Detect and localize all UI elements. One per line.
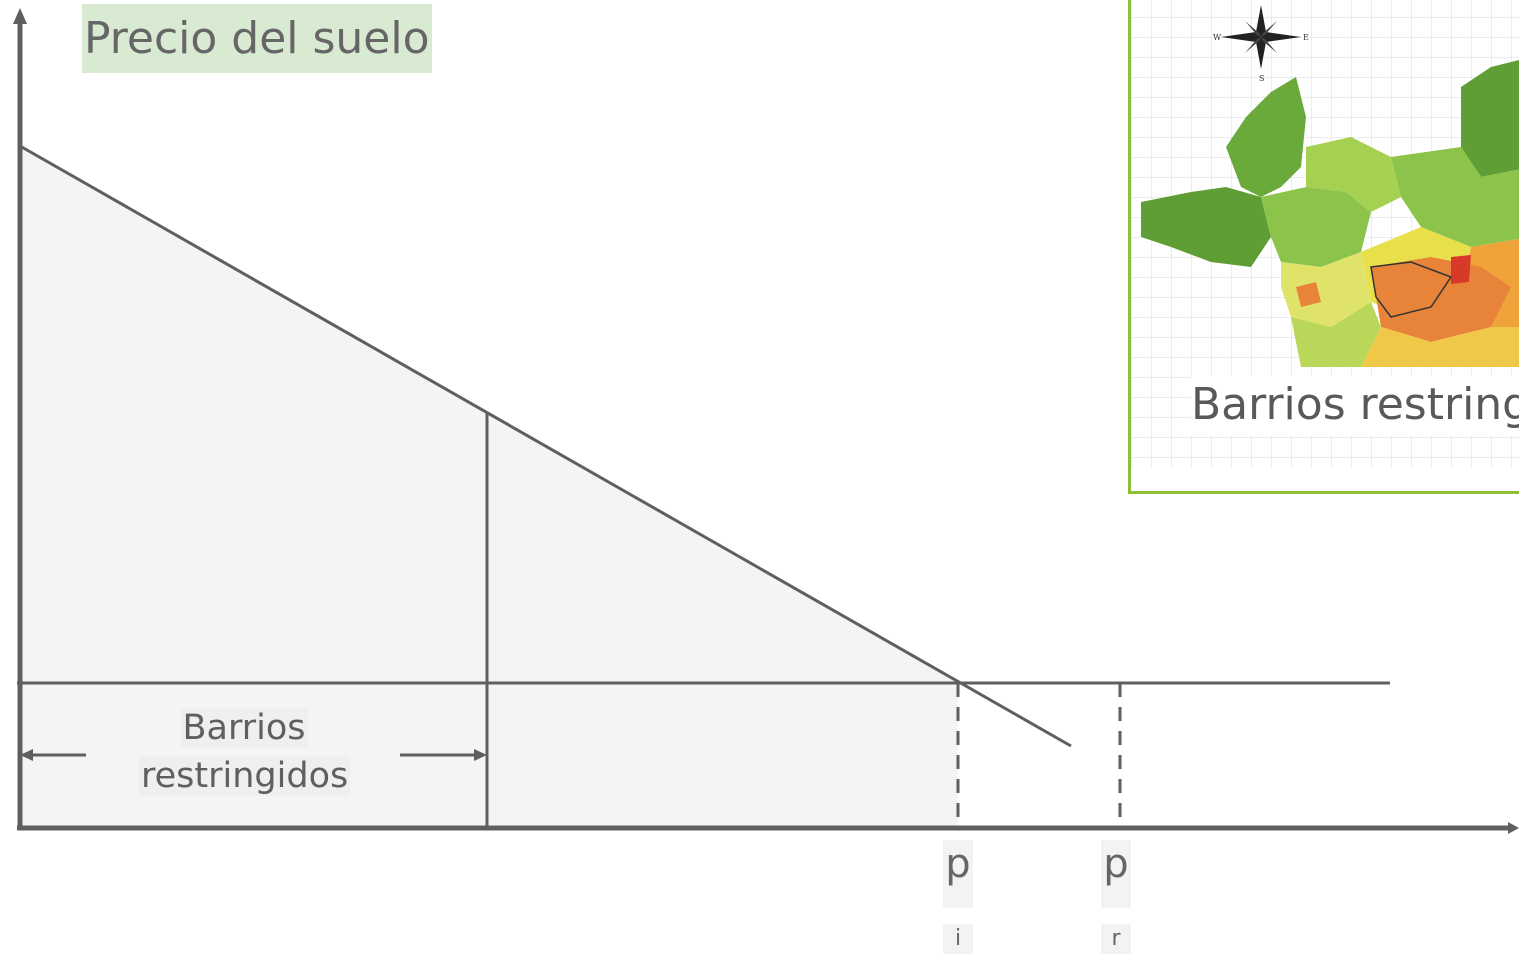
price-gradient-line [19, 144, 1072, 748]
inset-map-caption: Barrios restring [1191, 375, 1519, 435]
y-axis-title: Precio del suelo [82, 4, 432, 73]
y-axis-arrowhead [13, 8, 27, 24]
tick-subscript-pr: r [1101, 924, 1131, 954]
shaded-area [20, 146, 958, 828]
compass-letter-e: E [1303, 33, 1309, 42]
tick-subscript-pi: i [943, 924, 973, 954]
restricted-neighborhoods-label: Barrios restringidos [139, 704, 351, 800]
compass-rose-icon: W E S [1213, 5, 1309, 83]
compass-letter-s: S [1259, 74, 1264, 83]
tick-label-pi: p [943, 840, 973, 908]
bracket-arrowhead-left [20, 749, 33, 761]
neighborhood-regions [1141, 60, 1519, 367]
bracket-arrowhead-right [474, 749, 487, 761]
bracket-label-line1: Barrios [180, 708, 308, 748]
compass-letter-w: W [1213, 33, 1222, 42]
bracket-label-line2: restringidos [139, 756, 351, 796]
inset-map: W E S Barrios restring [1128, 0, 1519, 494]
x-axis-arrowhead [1508, 822, 1519, 834]
tick-label-pr: p [1101, 840, 1131, 908]
